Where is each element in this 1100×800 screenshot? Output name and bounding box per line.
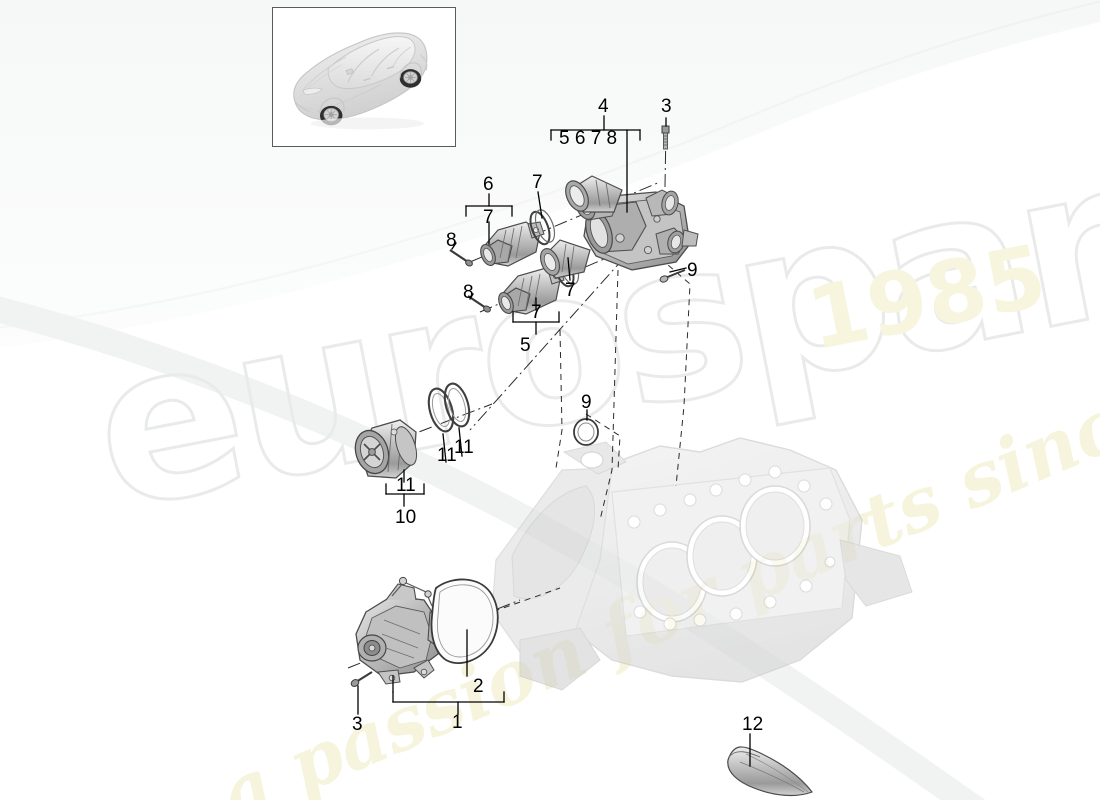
callout-9-a: 9 — [687, 260, 698, 281]
callout-1: 1 — [452, 712, 463, 733]
callout-7-a: 7 — [483, 207, 494, 228]
part-coolant-hose-12 — [727, 746, 813, 797]
callout-7-d: 7 — [531, 302, 542, 323]
callout-11-b: 11 — [437, 445, 457, 466]
part-housing-inlet-sleeve — [565, 175, 623, 213]
callout-7-b: 7 — [532, 172, 543, 193]
callout-leaders — [357, 115, 751, 767]
callout-11-a: 11 — [396, 475, 416, 496]
callout-6: 6 — [483, 174, 494, 195]
part-seal-ring-9-upper — [659, 269, 686, 283]
part-water-pump-1 — [355, 576, 453, 685]
callout-12: 12 — [742, 714, 764, 735]
part-thermostat-10 — [354, 419, 418, 479]
part-bolt-3-bottom — [350, 671, 373, 687]
callout-3-bottom: 3 — [352, 714, 363, 735]
part-housing-mid-sleeve — [539, 239, 591, 279]
callout-2: 2 — [473, 676, 484, 697]
callout-7-c: 7 — [565, 280, 576, 301]
part-connector-pipe-upper — [480, 221, 545, 267]
part-seal-ring-9-lower — [573, 418, 599, 446]
callout-5: 5 — [520, 335, 531, 356]
part-bolt-8-upper — [449, 249, 473, 267]
callout-11-c: 11 — [454, 437, 474, 458]
part-o-ring-11-b — [443, 382, 471, 428]
mounting-dashed-lines — [451, 257, 691, 627]
part-o-ring-11-a — [427, 387, 455, 433]
callout-8-a: 8 — [446, 230, 457, 251]
callout-3-top: 3 — [661, 96, 672, 117]
callout-10: 10 — [395, 507, 417, 528]
callout-5678: 5 6 7 8 — [559, 128, 618, 149]
callout-8-b: 8 — [463, 282, 474, 303]
vehicle-thumbnail-box[interactable] — [272, 7, 456, 147]
part-coolant-distributor-housing — [574, 185, 699, 271]
vehicle-illustration — [293, 32, 428, 130]
part-bolt-3-top — [661, 125, 670, 150]
part-water-pump-gasket-2 — [430, 578, 499, 664]
callout-4: 4 — [598, 96, 609, 117]
part-o-ring-7-upper — [529, 209, 556, 246]
callout-9-b: 9 — [581, 392, 592, 413]
engine-block-illustration — [491, 437, 913, 691]
